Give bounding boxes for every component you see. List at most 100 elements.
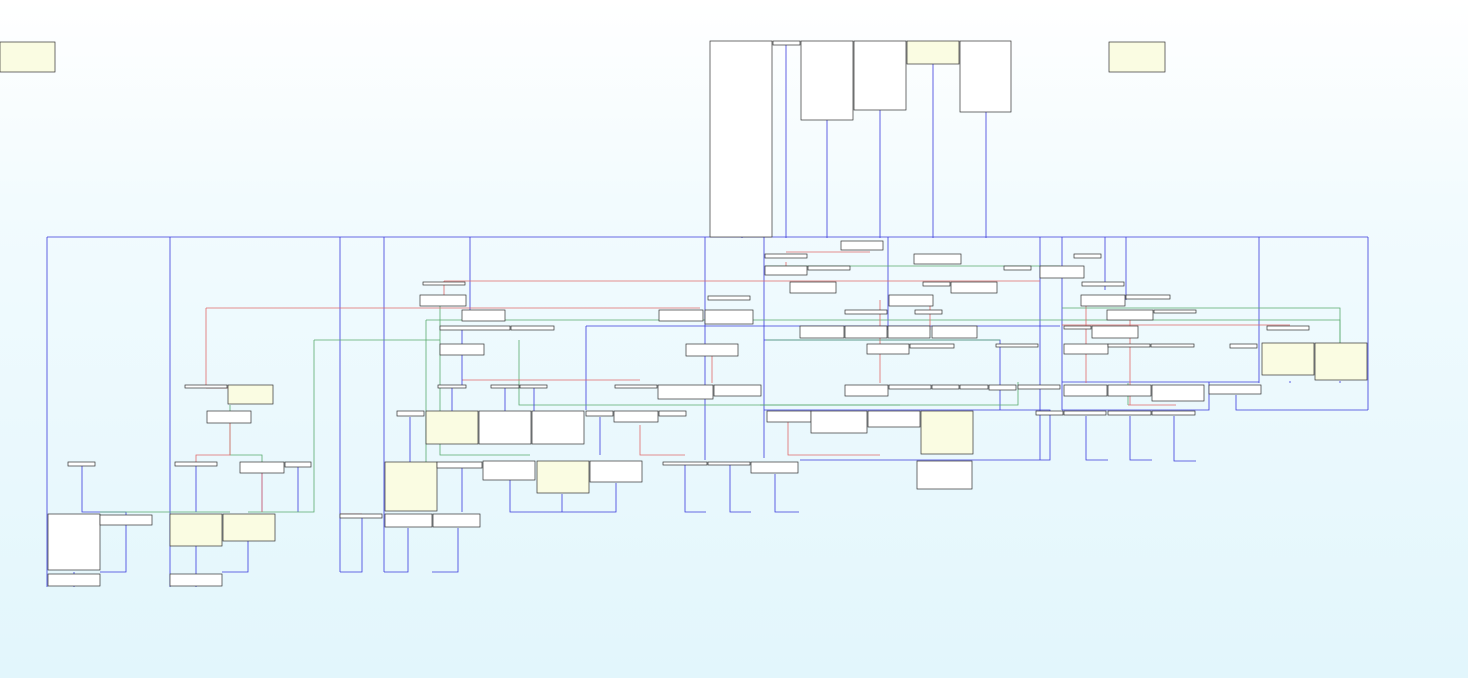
- graph-node[interactable]: [1229, 343, 1258, 349]
- graph-node[interactable]: [1151, 410, 1196, 416]
- graph-node[interactable]: [764, 253, 808, 259]
- graph-node[interactable]: [1261, 342, 1315, 376]
- graph-node[interactable]: [227, 384, 274, 405]
- graph-node[interactable]: [1080, 294, 1126, 307]
- graph-node[interactable]: [47, 573, 101, 587]
- graph-node[interactable]: [922, 281, 951, 287]
- graph-node[interactable]: [169, 513, 223, 547]
- graph-node[interactable]: [867, 410, 921, 428]
- graph-node[interactable]: [531, 410, 585, 445]
- graph-node[interactable]: [339, 513, 383, 519]
- graph-node[interactable]: [439, 325, 511, 331]
- graph-node[interactable]: [1314, 342, 1368, 381]
- graph-node[interactable]: [47, 513, 101, 571]
- graph-node[interactable]: [169, 573, 223, 587]
- graph-node[interactable]: [914, 309, 943, 315]
- graph-node[interactable]: [1035, 410, 1064, 416]
- graph-node[interactable]: [67, 461, 96, 467]
- graph-node[interactable]: [789, 281, 837, 294]
- graph-node[interactable]: [750, 461, 799, 474]
- graph-node[interactable]: [658, 309, 704, 322]
- graph-node[interactable]: [807, 265, 851, 271]
- graph-node[interactable]: [1125, 294, 1171, 300]
- graph-node[interactable]: [853, 40, 907, 111]
- graph-node[interactable]: [184, 384, 228, 389]
- graph-node[interactable]: [1107, 410, 1152, 416]
- graph-node[interactable]: [866, 343, 910, 355]
- graph-node[interactable]: [490, 384, 520, 389]
- graph-node[interactable]: [519, 384, 548, 389]
- graph-node[interactable]: [844, 309, 888, 315]
- graph-node[interactable]: [658, 410, 687, 417]
- graph-node[interactable]: [888, 384, 932, 390]
- graph-node[interactable]: [707, 461, 751, 466]
- graph-node[interactable]: [662, 461, 708, 466]
- graph-node[interactable]: [800, 40, 854, 121]
- graph-node[interactable]: [887, 325, 931, 339]
- graph-node[interactable]: [384, 461, 438, 512]
- graph-node[interactable]: [1091, 325, 1139, 339]
- graph-node[interactable]: [906, 40, 960, 65]
- graph-node[interactable]: [1039, 265, 1085, 279]
- graph-node[interactable]: [1208, 384, 1262, 395]
- graph-node[interactable]: [284, 461, 312, 468]
- graph-node[interactable]: [436, 461, 483, 469]
- graph-node[interactable]: [425, 410, 479, 445]
- graph-node[interactable]: [685, 343, 739, 357]
- graph-node[interactable]: [709, 40, 773, 238]
- graph-node[interactable]: [959, 384, 989, 390]
- graph-node[interactable]: [707, 295, 751, 301]
- graph-node[interactable]: [0, 41, 56, 73]
- graph-node[interactable]: [1151, 384, 1205, 402]
- graph-node[interactable]: [1063, 343, 1109, 355]
- graph-node[interactable]: [913, 253, 962, 265]
- graph-node[interactable]: [916, 460, 973, 490]
- graph-node[interactable]: [1017, 384, 1061, 390]
- graph-node[interactable]: [461, 309, 506, 322]
- graph-node[interactable]: [1063, 384, 1108, 397]
- graph-node[interactable]: [422, 281, 466, 286]
- graph-node[interactable]: [1153, 309, 1197, 314]
- graph-node[interactable]: [419, 294, 467, 307]
- graph-node[interactable]: [1081, 281, 1125, 287]
- graph-node[interactable]: [931, 384, 960, 390]
- graph-node[interactable]: [432, 513, 481, 528]
- graph-node[interactable]: [995, 343, 1039, 348]
- graph-node[interactable]: [1266, 325, 1310, 331]
- graph-node[interactable]: [959, 40, 1012, 113]
- graph-node[interactable]: [1003, 265, 1032, 271]
- graph-node[interactable]: [536, 460, 590, 494]
- graph-node[interactable]: [384, 513, 433, 528]
- graph-node[interactable]: [589, 460, 643, 483]
- graph-node[interactable]: [614, 384, 658, 389]
- graph-node[interactable]: [844, 325, 888, 339]
- graph-node[interactable]: [950, 281, 998, 294]
- graph-node[interactable]: [844, 384, 889, 397]
- graph-node[interactable]: [222, 513, 276, 542]
- graph-node[interactable]: [799, 325, 845, 339]
- graph-node[interactable]: [1073, 253, 1102, 259]
- graph-node[interactable]: [439, 343, 485, 356]
- graph-node[interactable]: [840, 240, 884, 251]
- graph-node[interactable]: [206, 410, 252, 424]
- graph-node[interactable]: [1063, 325, 1092, 330]
- graph-node[interactable]: [931, 325, 978, 339]
- graph-node[interactable]: [478, 410, 532, 445]
- graph-node[interactable]: [1107, 343, 1151, 348]
- graph-node[interactable]: [810, 410, 868, 434]
- graph-node[interactable]: [704, 309, 754, 325]
- graph-node[interactable]: [482, 460, 536, 481]
- graph-node[interactable]: [437, 384, 467, 389]
- graph-node[interactable]: [613, 410, 659, 423]
- graph-node[interactable]: [988, 384, 1017, 391]
- graph-node[interactable]: [239, 461, 285, 474]
- graph-node[interactable]: [396, 410, 425, 417]
- graph-node[interactable]: [1107, 384, 1152, 397]
- graph-node[interactable]: [1108, 41, 1166, 73]
- graph-node[interactable]: [1150, 343, 1195, 348]
- graph-node[interactable]: [766, 410, 812, 423]
- graph-node[interactable]: [713, 384, 762, 397]
- graph-node[interactable]: [174, 461, 218, 467]
- graph-node[interactable]: [1106, 309, 1154, 321]
- graph-node[interactable]: [510, 325, 555, 331]
